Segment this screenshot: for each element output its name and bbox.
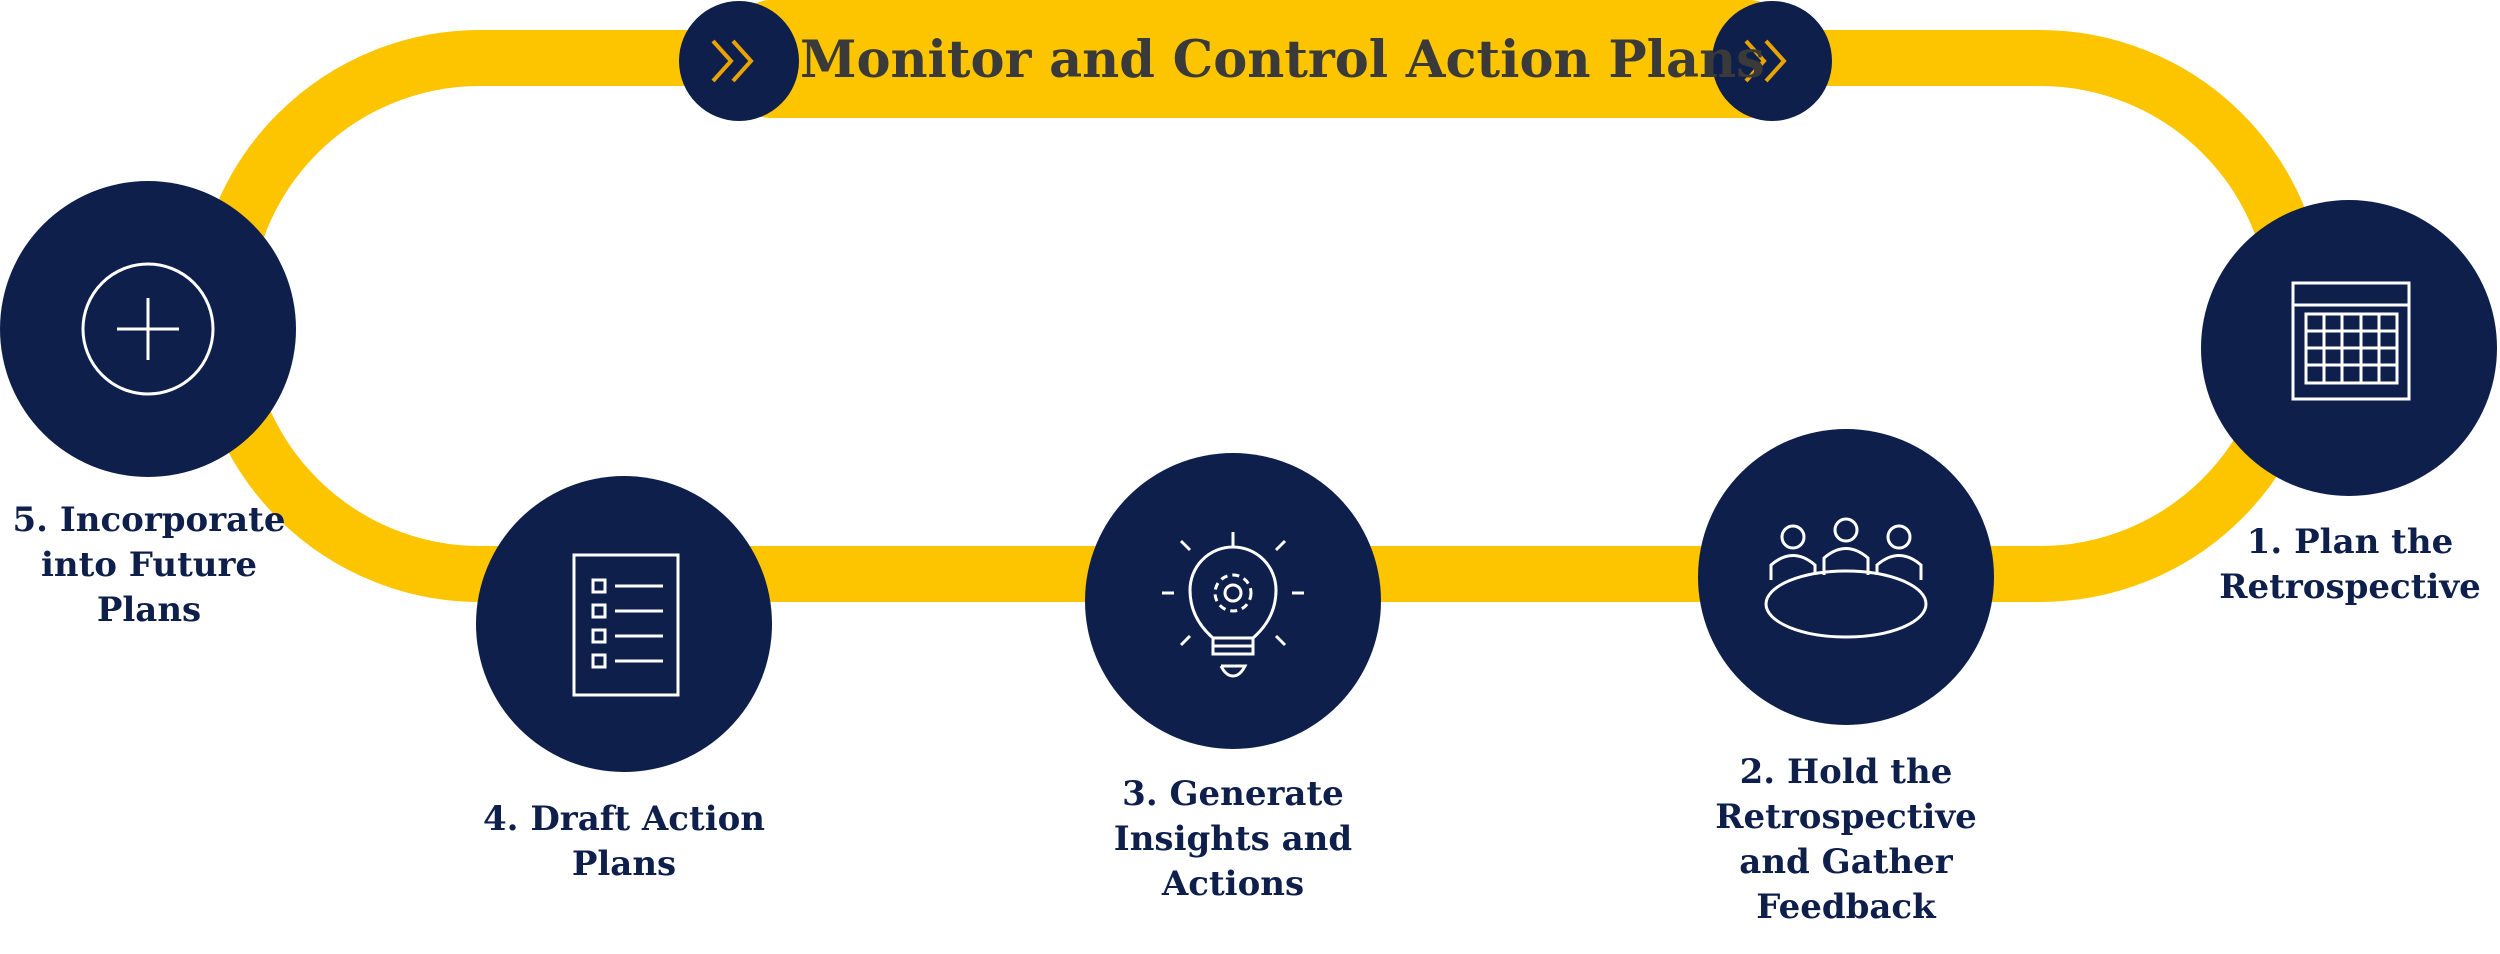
step-4-badge [476, 476, 772, 772]
step-3-badge [1085, 453, 1381, 749]
step-4-label: 4. Draft Action Plans [482, 799, 766, 884]
diagram-title: Monitor and Control Action Plans [800, 30, 1765, 90]
chevron-badge-left [679, 1, 799, 121]
step-1-label: 1. Plan the Retrospective [2219, 522, 2481, 607]
calendar-icon [2291, 281, 2411, 401]
chevron-badge-right [1712, 1, 1832, 121]
double-chevron-icon [1744, 39, 1787, 83]
step-3-label: 3. Generate Insights and Actions [1113, 774, 1353, 904]
step-1-badge [2201, 200, 2497, 496]
meeting-table-icon [1764, 517, 1928, 639]
lightbulb-gear-icon [1162, 532, 1304, 678]
step-2-badge [1698, 429, 1994, 725]
step-2-label: 2. Hold the Retrospective and Gather Fee… [1715, 752, 1977, 927]
cycle-track [194, 29, 2326, 602]
plus-circle-icon [81, 262, 215, 396]
checklist-icon [572, 553, 680, 697]
step-5-label: 5. Incorporate into Future Plans [12, 500, 286, 630]
title-banner [740, 0, 1780, 118]
step-5-badge [0, 181, 296, 477]
double-chevron-icon [711, 39, 754, 83]
